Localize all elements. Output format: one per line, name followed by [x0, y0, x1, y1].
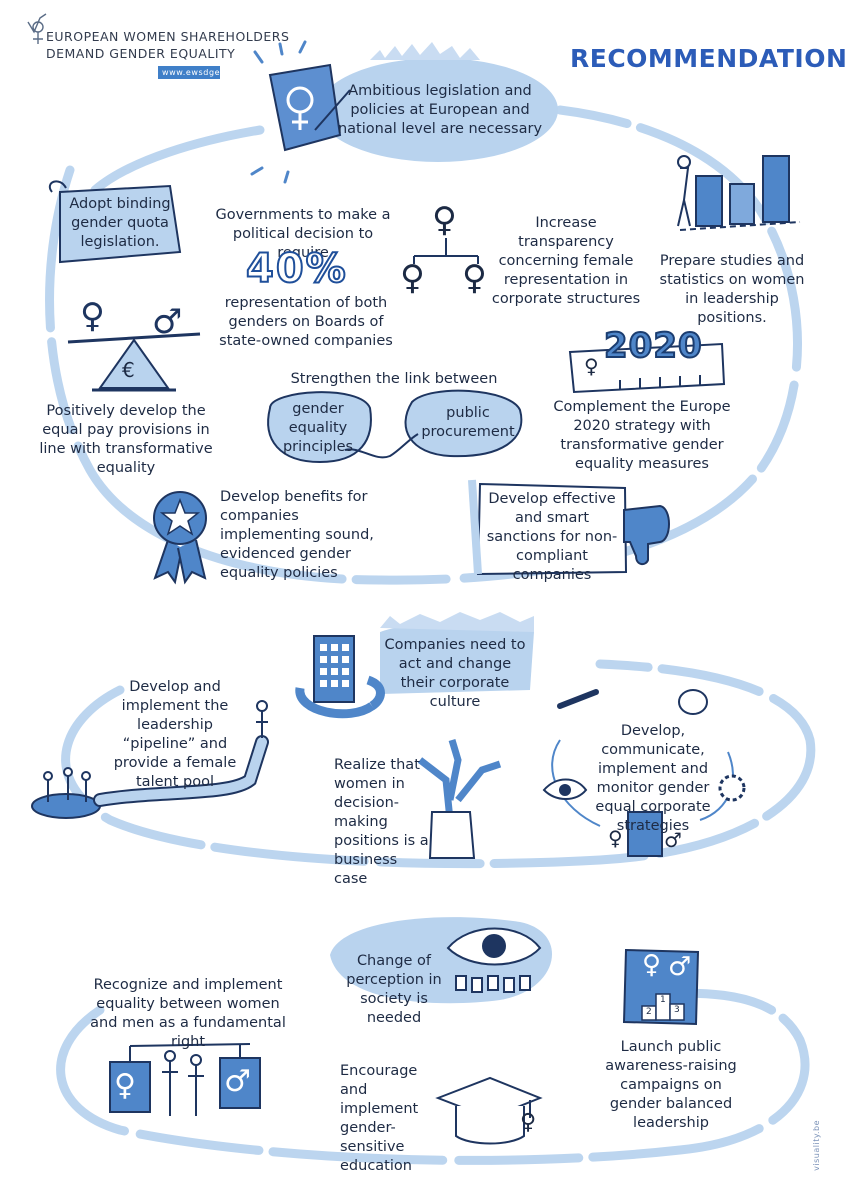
europe2020-text: Complement the Europe 2020 strategy with… [553, 399, 731, 472]
female-icon: ♀ [608, 826, 623, 850]
pipeline-icon [31, 700, 269, 819]
strategies-text: Develop, communicate, implement and moni… [595, 723, 711, 834]
equality-scale-icon [109, 1043, 261, 1116]
companies-text: Companies need to act and change their c… [384, 637, 526, 710]
education-text: Encourage and implement gender-sensitive… [340, 1063, 419, 1174]
link-left-text: gender equality principles [282, 401, 354, 455]
year-2020: 2020 [603, 325, 703, 367]
male-icon: ♂ [224, 1064, 251, 1099]
fundamental-text: Recognize and implement equality between… [90, 977, 286, 1050]
perception-text: Change of perception in society is neede… [346, 953, 442, 1026]
pipeline-text: Develop and implement the leadership “pi… [113, 679, 237, 790]
quota-text: Adopt binding gender quota legislation. [69, 196, 171, 250]
forty-percent: 40% [245, 245, 348, 293]
male-icon: ♂ [152, 302, 183, 342]
podium-label-2: 2 [646, 1007, 652, 1017]
website-link[interactable]: www.ewsdge.eu [158, 66, 234, 79]
link-left-blob [267, 391, 372, 464]
male-icon: ♂ [668, 952, 692, 982]
companies-blob [380, 621, 534, 694]
scroll-icon [268, 63, 351, 152]
legislation-blob [318, 58, 558, 162]
female-icon: ♀ [400, 258, 425, 298]
governments-text: Governments to make a political decision… [215, 207, 391, 261]
female-icon: ♀ [584, 354, 599, 378]
logo-icon [27, 13, 47, 44]
representation-text: representation of both genders on Boards… [219, 295, 393, 349]
female-icon: ♀ [80, 296, 105, 336]
strategy-cycle-icon [542, 689, 746, 857]
balance-scale-icon [67, 332, 201, 392]
sparkle-lines [250, 40, 307, 184]
org-name-line2: DEMAND GENDER EQUALITY [46, 46, 236, 61]
studies-text: Prepare studies and statistics on women … [659, 253, 805, 326]
quota-bubble [59, 184, 182, 264]
bar-chart-icon [677, 155, 801, 231]
female-icon: ♀ [432, 200, 457, 240]
campaigns-text: Launch public awareness-raising campaign… [605, 1039, 737, 1131]
female-icon: ♀ [642, 950, 662, 980]
link-title-text: Strengthen the link between [290, 371, 498, 387]
handshake-icon [344, 433, 419, 459]
graduation-cap-icon [435, 1076, 543, 1145]
page-title: RECOMMENDATIONS [570, 44, 849, 73]
award-rosette-icon [153, 491, 207, 585]
org-name-line1: EUROPEAN WOMEN SHAREHOLDERS [46, 29, 290, 44]
benefits-text: Develop benefits for companies implement… [220, 489, 374, 581]
female-icon: ♀ [520, 1110, 537, 1135]
podium-label-1: 1 [660, 995, 666, 1005]
business-case-text: Realize that women in decision-making po… [334, 757, 429, 887]
link-right-text: public procurement [421, 405, 515, 440]
growth-arrows-icon [417, 738, 502, 859]
female-icon: ♀ [462, 258, 487, 298]
podium-label-3: 3 [674, 1005, 680, 1015]
section3-loop [56, 988, 810, 1165]
equal-pay-text: Positively develop the equal pay provisi… [39, 403, 213, 476]
podium-poster-icon [622, 948, 700, 1026]
eye-crowd-icon [446, 927, 542, 993]
male-icon: ♂ [664, 828, 682, 852]
legislation-text: Ambitious legislation and policies at Eu… [337, 83, 543, 137]
euro-icon: € [122, 358, 135, 382]
skyline-shape [370, 42, 480, 60]
building-icon [295, 635, 385, 719]
org-chart-icon [413, 238, 479, 264]
transparency-text: Increase transparency concerning female … [491, 215, 641, 307]
female-icon: ♀ [114, 1068, 136, 1103]
sanctions-text: Develop effective and smart sanctions fo… [486, 491, 618, 583]
ruler-icon [568, 342, 726, 394]
section1-loop-top [90, 125, 265, 195]
thumbs-down-icon [623, 504, 670, 566]
credit-text: visuality.be [812, 1120, 821, 1171]
